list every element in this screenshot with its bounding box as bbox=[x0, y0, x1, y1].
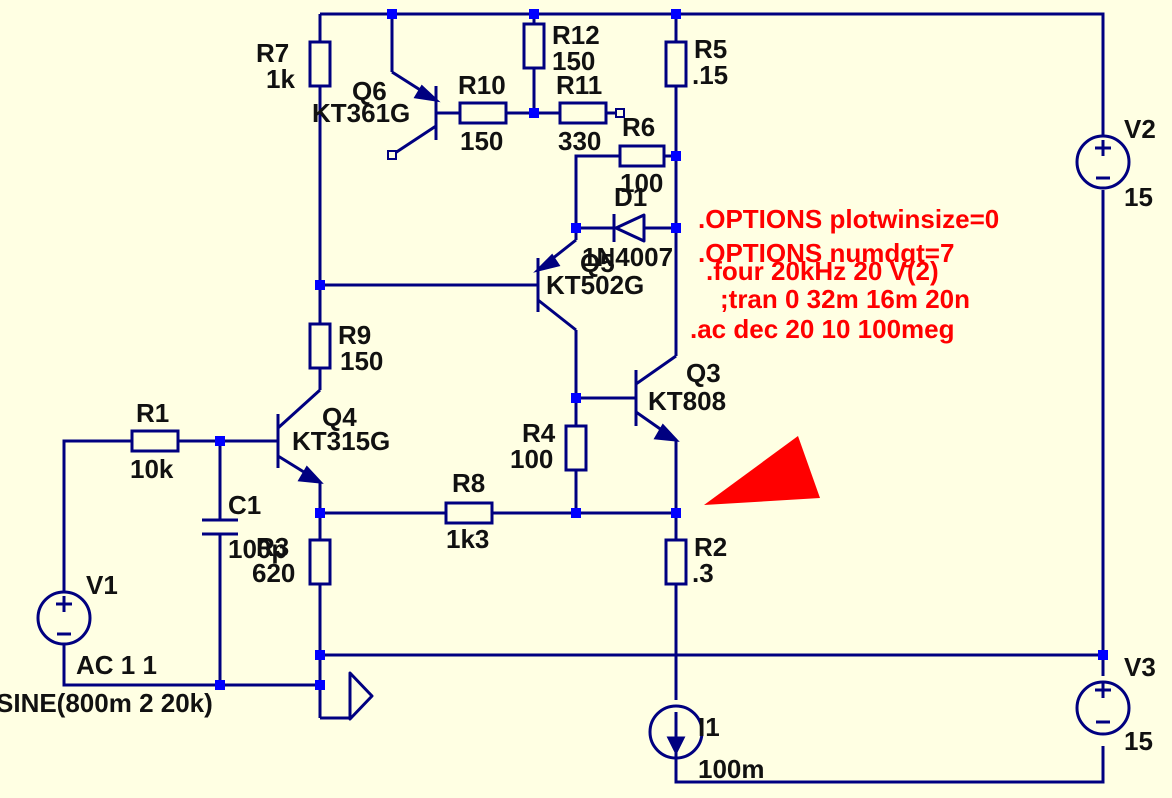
ground-icon bbox=[348, 671, 374, 721]
v3-name: V3 bbox=[1124, 652, 1156, 682]
q4-value: KT315G bbox=[292, 426, 390, 456]
q3-name: Q3 bbox=[686, 358, 721, 388]
voltage-source-v2-symbol[interactable] bbox=[1075, 134, 1131, 190]
directive-tran-commented[interactable]: ;tran 0 32m 16m 20n bbox=[720, 284, 970, 314]
r9-name: R9 bbox=[338, 320, 371, 350]
directive-options-numdgt[interactable]: .OPTIONS numdgt=7 bbox=[698, 238, 954, 268]
resistor-r9-body[interactable] bbox=[308, 322, 332, 370]
q5-value: KT502G bbox=[546, 270, 644, 300]
resistor-r1-body[interactable] bbox=[130, 429, 180, 453]
q4-name: Q4 bbox=[322, 402, 357, 432]
r4-value: 100 bbox=[510, 444, 553, 474]
resistor-r5-body[interactable] bbox=[664, 40, 688, 88]
v1-value: SINE(800m 2 20k) bbox=[0, 688, 213, 718]
r3-value: 620 bbox=[252, 558, 295, 588]
d1-value: 1N4007 bbox=[582, 242, 673, 272]
q5-name: Q5 bbox=[580, 248, 615, 278]
voltage-source-v3-symbol[interactable] bbox=[1075, 680, 1131, 736]
wires bbox=[62, 12, 1105, 784]
resistor-r8-body[interactable] bbox=[444, 501, 494, 525]
c1-name: C1 bbox=[228, 490, 261, 520]
i1-name: I1 bbox=[698, 712, 720, 742]
q6-value: KT361G bbox=[312, 98, 410, 128]
v1-name: V1 bbox=[86, 570, 118, 600]
diode-d1-symbol[interactable] bbox=[612, 213, 646, 243]
resistor-r12-body[interactable] bbox=[522, 22, 546, 70]
r9-value: 150 bbox=[340, 346, 383, 376]
resistor-r2-body[interactable] bbox=[664, 538, 688, 586]
r5-name: R5 bbox=[694, 34, 727, 64]
resistor-r7-body[interactable] bbox=[308, 40, 332, 88]
resistor-r10-body[interactable] bbox=[458, 101, 508, 125]
v3-value: 15 bbox=[1124, 726, 1153, 756]
c1-value: 100p bbox=[228, 534, 287, 564]
probe-cursor-icon[interactable] bbox=[704, 436, 820, 505]
capacitor-c1-symbol[interactable] bbox=[202, 518, 238, 536]
r5-value: .15 bbox=[692, 60, 728, 90]
r11-name: R11 bbox=[556, 70, 602, 100]
current-source-i1-symbol[interactable] bbox=[648, 704, 704, 760]
r6-name: R6 bbox=[622, 112, 655, 142]
resistor-r4-body[interactable] bbox=[564, 424, 588, 472]
directive-options-plotwinsize[interactable]: .OPTIONS plotwinsize=0 bbox=[698, 204, 999, 234]
q6-name: Q6 bbox=[352, 76, 387, 106]
r12-name: R12 bbox=[552, 20, 600, 50]
transistor-q6-symbol[interactable] bbox=[391, 70, 441, 157]
voltage-source-v1-symbol[interactable] bbox=[36, 590, 92, 646]
v2-name: V2 bbox=[1124, 114, 1156, 144]
r11-value: 330 bbox=[558, 126, 601, 156]
r8-name: R8 bbox=[452, 468, 485, 498]
r4-name: R4 bbox=[522, 418, 556, 448]
resistor-r3-body[interactable] bbox=[308, 538, 332, 586]
r10-name: R10 bbox=[458, 70, 506, 100]
r2-name: R2 bbox=[694, 532, 727, 562]
q3-value: KT808 bbox=[648, 386, 726, 416]
r12-value: 150 bbox=[552, 46, 595, 76]
resistor-r11-body[interactable] bbox=[558, 101, 608, 125]
junction-dots bbox=[215, 9, 1108, 690]
r3-name: R3 bbox=[256, 532, 289, 562]
d1-name: D1 bbox=[614, 182, 647, 212]
open-node-q6-collector[interactable] bbox=[387, 150, 397, 160]
transistor-q5-symbol[interactable] bbox=[533, 238, 577, 332]
transistor-q3-symbol[interactable] bbox=[634, 354, 680, 442]
r1-value: 10k bbox=[130, 454, 174, 484]
r2-value: .3 bbox=[692, 558, 714, 588]
r7-value: 1k bbox=[266, 64, 295, 94]
r7-name: R7 bbox=[256, 38, 289, 68]
r8-value: 1k3 bbox=[446, 524, 489, 554]
transistor-q4-symbol[interactable] bbox=[276, 388, 324, 484]
open-node-r11[interactable] bbox=[615, 108, 625, 118]
v2-value: 15 bbox=[1124, 182, 1153, 212]
v1-ac-spec: AC 1 1 bbox=[76, 650, 157, 680]
r10-value: 150 bbox=[460, 126, 503, 156]
i1-value: 100m bbox=[698, 754, 765, 784]
directive-ac[interactable]: .ac dec 20 10 100meg bbox=[690, 314, 955, 344]
r6-value: 100 bbox=[620, 168, 663, 198]
r1-name: R1 bbox=[136, 398, 169, 428]
resistor-r6-body[interactable] bbox=[618, 144, 666, 168]
directive-four[interactable]: .four 20kHz 20 V(2) bbox=[706, 256, 939, 286]
